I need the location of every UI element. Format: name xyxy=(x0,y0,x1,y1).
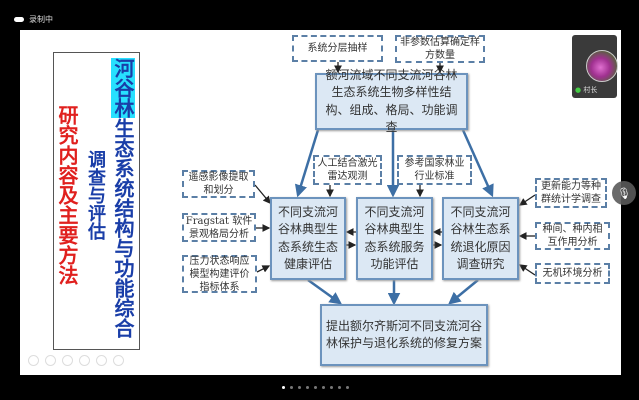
main-title-line2: 调查与评估 xyxy=(85,150,106,240)
study-box: 不同支流河谷林典型生态系统服务功能评估 xyxy=(356,197,433,280)
input-box: 种间、种内相互作用分析 xyxy=(535,222,610,250)
input-box: 压力状态响应模型构建评价指标体系 xyxy=(182,255,257,293)
input-box: 无机环境分析 xyxy=(535,263,610,284)
input-box: 系统分层抽样 xyxy=(292,35,383,62)
prev-icon[interactable] xyxy=(28,355,39,366)
slide-toolbar xyxy=(28,355,124,366)
survey-box: 额河流域不同支流河谷林生态系统生物多样性结构、组成、格局、功能调查 xyxy=(315,68,468,134)
pen-icon[interactable] xyxy=(62,355,73,366)
recording-indicator: 录制中 xyxy=(14,14,53,25)
next-icon[interactable] xyxy=(45,355,56,366)
page-dot[interactable] xyxy=(298,386,301,389)
input-box: 遥感影像提取和划分 xyxy=(182,170,255,198)
avatar xyxy=(586,50,618,82)
input-box: Fragstat 软件景观格局分析 xyxy=(182,213,256,242)
page-indicator xyxy=(282,386,349,389)
mic-icon: ● xyxy=(575,86,582,94)
participant-label: ● 村长 xyxy=(575,86,598,94)
cloud-icon xyxy=(14,17,24,22)
page-dot[interactable] xyxy=(290,386,293,389)
study-box: 不同支流河谷林典型生态系统生态健康评估 xyxy=(270,197,346,280)
zoom-icon[interactable] xyxy=(96,355,107,366)
grid-icon[interactable] xyxy=(79,355,90,366)
input-box: 参考国家林业行业标准 xyxy=(397,155,472,185)
page-dot[interactable] xyxy=(338,386,341,389)
page-dot[interactable] xyxy=(330,386,333,389)
study-box: 不同支流河谷林生态系统退化原因调查研究 xyxy=(442,197,519,280)
mic-muted-button[interactable]: 🎙 xyxy=(612,181,636,205)
main-title: 河谷林生态系统结构与功能综合 xyxy=(111,58,135,338)
left-title-box xyxy=(53,52,140,350)
side-title: 研究内容及主要方法 xyxy=(55,105,79,285)
page-dot[interactable] xyxy=(282,386,285,389)
more-icon[interactable] xyxy=(113,355,124,366)
page-dot[interactable] xyxy=(306,386,309,389)
input-box: 非参数估算确定样方数量 xyxy=(395,35,485,63)
input-box: 人工结合激光雷达观测 xyxy=(313,155,382,185)
result-box: 提出额尔齐斯河不同支流河谷林保护与退化系统的修复方案 xyxy=(320,304,488,366)
input-box: 更新能力等种群统计学调查 xyxy=(535,178,607,208)
mic-off-icon: 🎙 xyxy=(617,186,631,200)
page-dot[interactable] xyxy=(314,386,317,389)
page-dot[interactable] xyxy=(322,386,325,389)
page-dot[interactable] xyxy=(346,386,349,389)
